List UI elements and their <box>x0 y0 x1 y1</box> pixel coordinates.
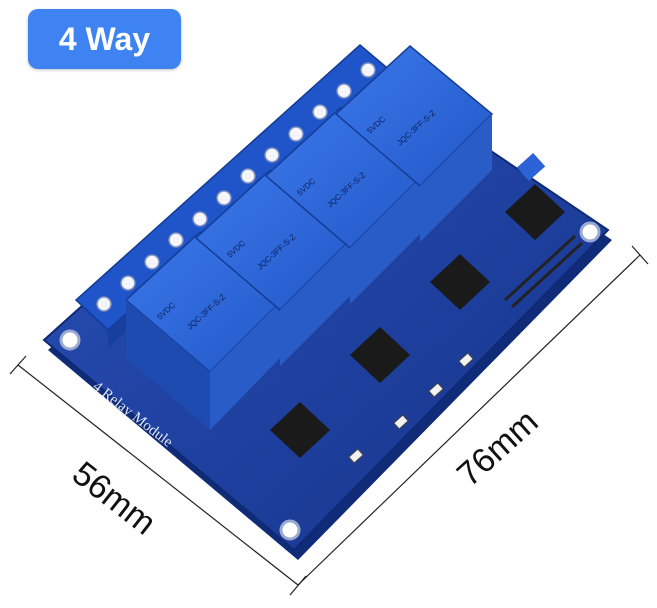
title-badge: 4 Way <box>28 9 181 69</box>
mounting-hole <box>59 329 81 351</box>
mounting-hole <box>279 519 301 541</box>
jumper-icon <box>516 152 546 182</box>
relay-icon <box>334 45 494 242</box>
dimension-lines <box>9 245 649 596</box>
header-pins-icon <box>503 234 584 309</box>
led-icon <box>348 352 474 464</box>
optocoupler-icon <box>270 184 565 458</box>
width-dimension-label: 76mm <box>450 402 546 493</box>
relay-icon <box>124 231 284 430</box>
mounting-hole <box>579 221 601 243</box>
